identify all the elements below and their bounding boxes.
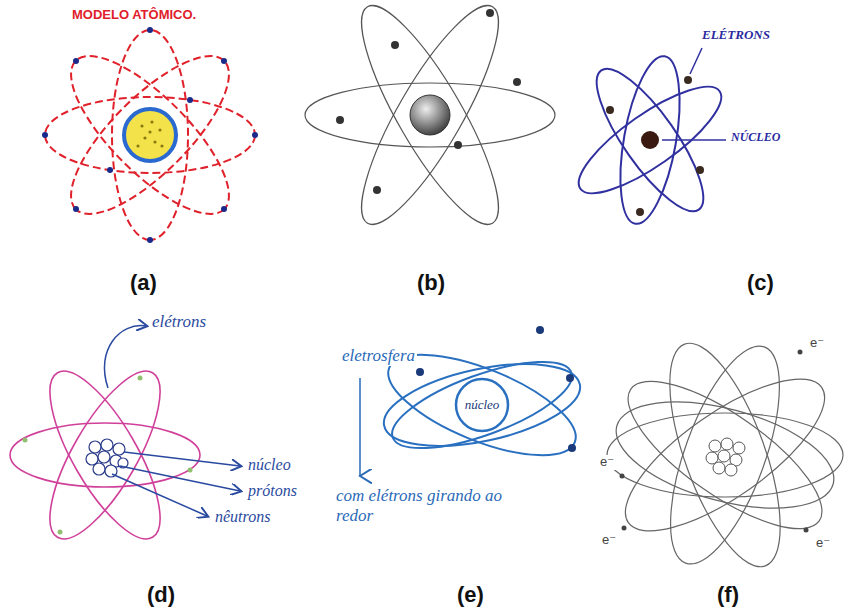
electron-label: e⁻	[814, 536, 832, 551]
part-label: elétrons	[150, 312, 208, 332]
panel-letter: (b)	[415, 270, 447, 295]
nucleus-label: núcleo	[454, 397, 510, 413]
panel-letter: (c)	[745, 270, 776, 295]
panel-letter: (d)	[145, 582, 177, 607]
part-label: prótons	[246, 482, 299, 500]
part-label: NÚCLEO	[729, 131, 782, 145]
part-label: nêutrons	[213, 508, 272, 526]
nucleus-circle: núcleo	[454, 377, 510, 433]
electron-label: e⁻	[598, 455, 616, 470]
note-text: com elétrons girando ao redor	[334, 486, 538, 525]
electron-label: e⁻	[808, 336, 826, 351]
panel-letter: (a)	[128, 270, 159, 295]
part-label: eletrosfera	[340, 346, 417, 366]
panel-letter: (e)	[455, 582, 486, 607]
part-label: núcleo	[246, 456, 293, 474]
panel-letter: (f)	[715, 582, 741, 607]
part-label: ELÉTRONS	[700, 28, 772, 43]
electron-label: e⁻	[600, 533, 618, 548]
title-text: MODELO ATÔMICO.	[70, 8, 198, 23]
